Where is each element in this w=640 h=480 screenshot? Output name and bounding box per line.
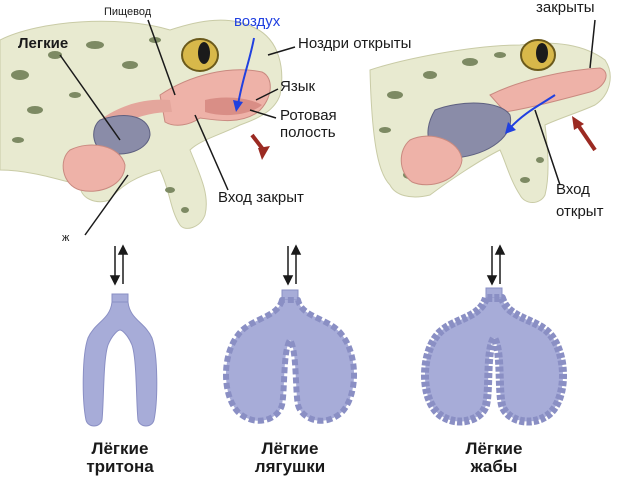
motion-arrow-down <box>250 133 270 160</box>
caption-newt: Лёгкие тритона <box>60 440 180 476</box>
label-esophagus: Пищевод <box>104 6 152 18</box>
frog-right-illustration <box>369 19 611 203</box>
caption-toad: Лёгкие жабы <box>434 440 554 476</box>
caption-newt-line1: Лёгкие <box>91 439 149 458</box>
label-nostrils-open: Ноздри открыты <box>298 35 412 52</box>
caption-frog-line1: Лёгкие <box>261 439 319 458</box>
label-lungs: Легкие <box>18 35 69 52</box>
label-entry-open-line1: Вход <box>556 181 590 198</box>
frog-lungs <box>223 289 357 424</box>
double-arrow-right <box>486 244 506 286</box>
label-oral-cavity: Ротовая полость <box>280 107 337 141</box>
newt-lungs <box>82 293 158 427</box>
label-air: воздух <box>234 13 281 30</box>
toad-lungs <box>421 287 567 426</box>
caption-toad-line2: жабы <box>470 456 518 476</box>
caption-toad-line1: Лёгкие <box>465 439 523 458</box>
label-entry-open-line2: открыт <box>556 203 604 220</box>
caption-frog: Лёгкие лягушки <box>230 440 350 476</box>
caption-frog-line2: лягушки <box>254 456 326 476</box>
air-arrow-right <box>505 94 556 134</box>
label-tongue: Язык <box>280 78 316 95</box>
double-arrow-left <box>109 244 129 286</box>
air-arrow-left <box>233 37 255 112</box>
label-small-mark: ж <box>62 232 70 244</box>
frog-left-illustration <box>0 19 296 236</box>
label-entry-closed: Вход закрыт <box>218 189 304 206</box>
caption-newt-line2: тритона <box>86 456 154 476</box>
double-arrow-middle <box>282 244 302 286</box>
label-nostrils-closed-fragment: закрыты <box>536 0 595 16</box>
motion-arrow-up <box>572 116 597 152</box>
